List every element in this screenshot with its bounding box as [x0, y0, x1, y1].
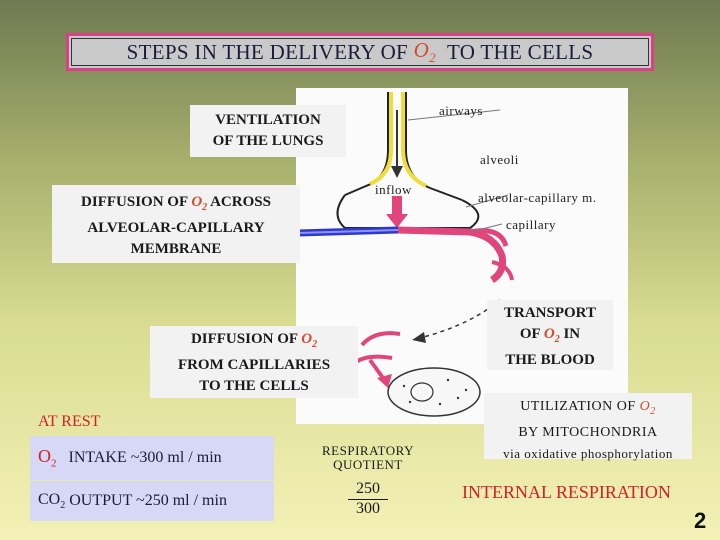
tissue-capillary-lower	[354, 354, 393, 364]
capillary-pointer	[469, 223, 503, 233]
alveolar-capillary-pointer	[465, 194, 509, 208]
slide-title: STEPS IN THE DELIVERY OF O2 TO THE CELLS	[66, 33, 654, 71]
tissue-capillary-upper	[360, 331, 401, 347]
diffusion-arrow-shaft	[392, 196, 402, 218]
diffusion-arrow-head	[386, 214, 408, 228]
cell-arrow-shaft	[368, 358, 385, 380]
label-alveoli: alveoli	[480, 152, 519, 167]
at-rest-heading: AT REST	[38, 413, 101, 430]
label-inflow: inflow	[375, 182, 412, 197]
cell-nucleus	[410, 382, 434, 402]
inflow-arrow-head	[391, 166, 403, 178]
rq-denominator: 300	[348, 499, 388, 518]
title-suffix: TO THE CELLS	[447, 39, 594, 64]
alveolus-outline	[336, 194, 480, 229]
red-capillary	[397, 226, 506, 283]
internal-respiration-label: INTERNAL RESPIRATION	[462, 482, 671, 502]
airway-left	[369, 92, 393, 186]
tissue-cell	[387, 367, 481, 417]
ventilation-box: VENTILATION OF THE LUNGS	[190, 105, 346, 157]
diffusion-cells-box: DIFFUSION OF O2 FROM CAPILLARIES TO THE …	[150, 326, 358, 398]
intake-label: INTAKE ~300 ml / min	[68, 449, 222, 466]
label-airways: airways	[439, 103, 483, 118]
o2-intake-box: O2 INTAKE ~300 ml / min	[30, 436, 274, 480]
diffusion-alveolar-box: DIFFUSION OF O2 ACROSS ALVEOLAR-CAPILLAR…	[52, 185, 300, 263]
airways-pointer	[407, 109, 501, 121]
rq-label: RESPIRATORY QUOTIENT	[322, 443, 414, 472]
rq-fraction: 250 300	[348, 480, 388, 518]
title-prefix: STEPS IN THE DELIVERY OF	[126, 39, 409, 64]
output-label: OUTPUT ~250 ml / min	[69, 492, 227, 509]
cell-arrow-head	[377, 374, 392, 388]
co2-output-box: CO2 OUTPUT ~250 ml / min	[30, 481, 274, 521]
rq-numerator: 250	[356, 480, 380, 497]
transport-box: TRANSPORT OF O2 IN THE BLOOD	[487, 300, 613, 370]
label-capillary: capillary	[506, 217, 556, 232]
page-number: 2	[694, 508, 707, 533]
utilization-box: UTILIZATION OF O2 BY MITOCHONDRIA via ox…	[484, 393, 692, 461]
airway-right	[401, 92, 427, 188]
label-alveolar-capillary: alveolar-capillary m.	[478, 190, 597, 205]
title-o2: O2	[413, 37, 436, 66]
